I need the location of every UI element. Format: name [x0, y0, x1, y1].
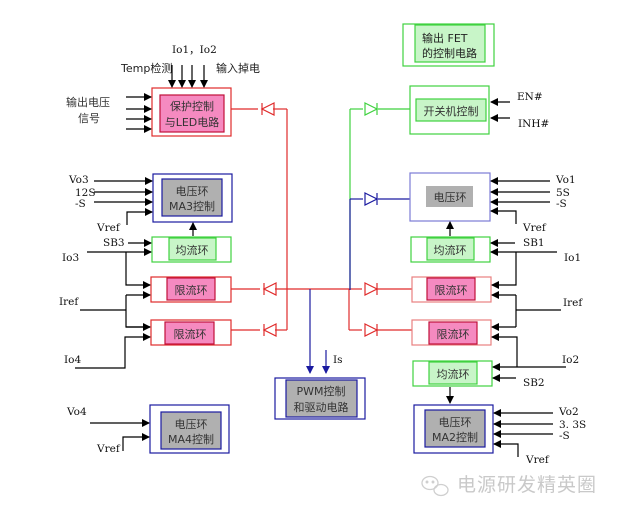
label-iref-right: Iref: [563, 297, 583, 309]
label-output-voltage: 输出电压: [66, 95, 110, 109]
label-temp-detect: Temp检测: [120, 61, 172, 75]
diode-icon: [364, 102, 379, 116]
diode-icon: [262, 323, 277, 337]
label-io3: Io3: [62, 252, 79, 264]
label-12s: 12S: [75, 187, 96, 199]
watermark: 电源研发精英圈: [421, 474, 597, 497]
current-share-block-left[interactable]: 均流环: [151, 236, 232, 263]
limit-right-2-label: 限流环: [437, 327, 470, 341]
diode-icon: [262, 282, 277, 296]
label-input-power-loss: 输入掉电: [216, 61, 260, 75]
label-inh: INH#: [518, 118, 549, 130]
label-sb2: SB2: [523, 377, 545, 389]
wechat-icon: [421, 475, 449, 497]
share-right-bottom-label: 均流环: [437, 367, 470, 381]
watermark-text: 电源研发精英圈: [457, 474, 597, 496]
diode-icon: [364, 282, 379, 296]
share-left-label: 均流环: [176, 243, 209, 257]
signal-arrows: [75, 65, 566, 457]
onoff-label: 开关机控制: [424, 104, 479, 118]
ma2-label-2: MA2控制: [432, 430, 478, 444]
pwm-label-2: 和驱动电路: [294, 401, 349, 414]
label-vref-left-bottom: Vref: [96, 443, 121, 455]
current-limit-block-right-2[interactable]: 限流环: [411, 319, 492, 346]
current-share-block-right-bottom[interactable]: 均流环: [412, 360, 493, 387]
fet-label-1: 输出 FET: [422, 31, 468, 45]
ma3-label-1: 电压环: [176, 185, 209, 198]
red-bus-right: [348, 288, 412, 331]
label-io1-io2: Io1，Io2: [172, 44, 217, 56]
current-limit-block-left-2[interactable]: 限流环: [150, 319, 232, 346]
label-vo2: Vo2: [558, 406, 579, 418]
label-vref-left-top: Vref: [96, 222, 121, 234]
label-vo1: Vo1: [555, 174, 576, 186]
ma4-label-1: 电压环: [175, 418, 208, 431]
diode-icon: [260, 102, 275, 116]
label-neg-s-right-top: -S: [556, 198, 567, 210]
pwm-label-1: PWM控制: [296, 384, 345, 398]
diode-icon: [364, 192, 379, 206]
ma2-label-1: 电压环: [439, 416, 472, 429]
label-neg-s-right-bottom: -S: [559, 430, 570, 442]
current-limit-block-left-1[interactable]: 限流环: [150, 276, 232, 303]
protection-label-1: 保护控制: [170, 99, 214, 113]
label-vref-right-top: Vref: [522, 222, 547, 234]
limit-left-1-label: 限流环: [175, 283, 208, 297]
ma3-label-2: MA3控制: [169, 199, 215, 213]
protection-block[interactable]: 保护控制 与LED电路: [151, 87, 232, 137]
current-limit-block-right-1[interactable]: 限流环: [411, 276, 492, 303]
ma1-voltage-loop-block[interactable]: 电压环: [409, 172, 491, 222]
pwm-driver-block[interactable]: PWM控制 和驱动电路: [274, 377, 366, 420]
label-5s: 5S: [556, 187, 570, 199]
limit-right-1-label: 限流环: [435, 283, 468, 297]
label-sb1: SB1: [523, 237, 545, 249]
label-3-3s: 3. 3S: [559, 419, 586, 431]
label-io2: Io2: [562, 354, 579, 366]
label-io1: Io1: [564, 252, 581, 264]
label-neg-s-left: -S: [75, 198, 86, 210]
ma2-voltage-loop-block[interactable]: 电压环 MA2控制: [413, 404, 494, 454]
current-share-block-right-top[interactable]: 均流环: [410, 236, 491, 263]
label-iref-left: Iref: [59, 296, 79, 308]
blue-bus: [306, 198, 410, 374]
protection-label-2: 与LED电路: [165, 116, 220, 129]
red-bus-left: [231, 108, 349, 331]
share-right-top-label: 均流环: [434, 243, 467, 257]
label-vref-right-bottom: Vref: [525, 454, 550, 466]
label-vo3: Vo3: [68, 174, 89, 186]
label-output-voltage-signal: 信号: [78, 112, 100, 125]
limit-left-2-label: 限流环: [174, 327, 207, 341]
label-io4: Io4: [64, 354, 81, 366]
label-vo4: Vo4: [66, 406, 87, 418]
fet-label-2: 的控制电路: [422, 46, 477, 60]
fet-control-block[interactable]: 输出 FET 的控制电路: [402, 23, 495, 67]
label-is: Is: [333, 354, 343, 366]
ma3-voltage-loop-block[interactable]: 电压环 MA3控制: [152, 173, 233, 223]
ma4-label-2: MA4控制: [168, 432, 214, 446]
onoff-control-block[interactable]: 开关机控制: [409, 85, 490, 135]
ma4-voltage-loop-block[interactable]: 电压环 MA4控制: [149, 404, 230, 454]
label-en: EN#: [517, 91, 543, 103]
label-sb3: SB3: [103, 237, 125, 249]
diode-icon: [364, 323, 379, 337]
ma1-label: 电压环: [434, 191, 467, 204]
